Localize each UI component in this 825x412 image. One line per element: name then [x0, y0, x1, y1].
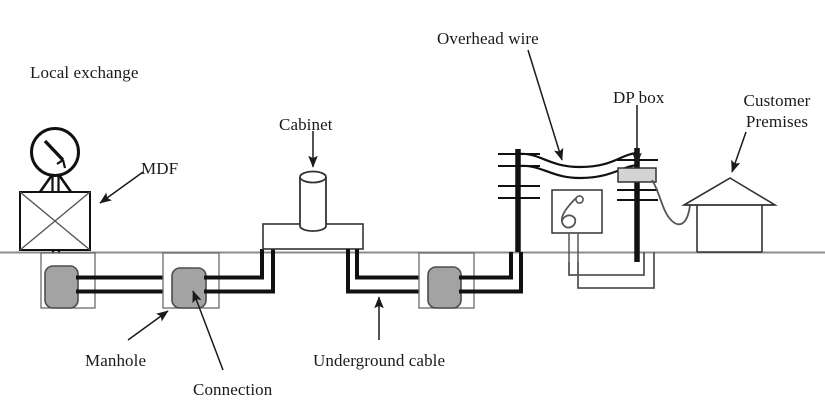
- cabinet-cylinder: [299, 170, 327, 232]
- leader-connection: [192, 290, 224, 371]
- pole-right: [617, 148, 658, 262]
- label-cabinet: Cabinet: [279, 115, 333, 134]
- connector-2: [171, 267, 207, 309]
- leader-mdf: [99, 171, 144, 204]
- label-underground-cable: Underground cable: [313, 351, 446, 370]
- leader-overhead-wire: [527, 49, 564, 161]
- leader-manhole: [127, 310, 169, 341]
- pole-left: [498, 149, 540, 252]
- label-overhead-wire: Overhead wire: [437, 29, 539, 48]
- mdf-box: [19, 191, 91, 251]
- underground-cable-segment-2: [204, 249, 275, 294]
- label-manhole: Manhole: [85, 351, 147, 370]
- label-local-exchange: Local exchange: [30, 63, 139, 82]
- house: [681, 177, 778, 253]
- leader-customer-premises: [731, 131, 747, 173]
- dp-box-unit: [617, 167, 657, 183]
- pedestal-box: [551, 189, 603, 262]
- label-dp-box: DP box: [613, 88, 665, 107]
- satellite-dish-icon: [30, 127, 80, 193]
- connector-1: [44, 265, 79, 309]
- underground-duct-pedestal: [568, 252, 655, 289]
- connector-3: [427, 266, 462, 309]
- underground-duct-pole-left: [509, 252, 523, 262]
- label-mdf: MDF: [141, 159, 179, 178]
- underground-cable-segment-3: [346, 249, 440, 294]
- label-customer-premises: Customer Premises: [743, 91, 811, 131]
- drop-wire: [651, 179, 691, 226]
- label-connection: Connection: [193, 380, 273, 399]
